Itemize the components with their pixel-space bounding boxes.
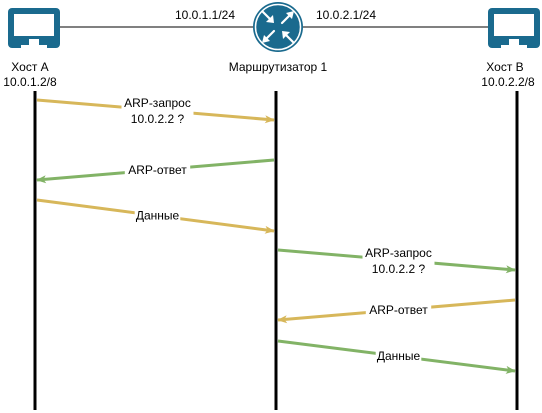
message-label-bg: [124, 161, 191, 177]
router-icon: [253, 2, 303, 52]
message-5: ARP-ответ: [277, 298, 516, 324]
message-label-bg: [121, 93, 194, 125]
message-label-bg: [134, 206, 181, 223]
message-label: ARP-запрос: [124, 96, 191, 110]
message-4: ARP-запрос 10.0.2.2 ?: [277, 243, 516, 276]
message-label-bg: [365, 301, 432, 317]
link-ip-right: 10.0.2.1/24: [316, 8, 376, 22]
message-6: Данные: [277, 339, 516, 374]
message-1: ARP-запрос 10.0.2.2 ?: [36, 93, 275, 126]
host-a-ip: 10.0.1.2/8: [3, 75, 57, 89]
host-b-computer-icon: [488, 8, 540, 48]
host-b-ip: 10.0.2.2/8: [481, 75, 535, 89]
message-label: Данные: [136, 209, 180, 223]
message-label-query: 10.0.2.2 ?: [372, 262, 426, 276]
message-label: ARP-ответ: [128, 163, 187, 177]
message-label-bg: [362, 243, 435, 275]
message-label-query: 10.0.2.2 ?: [131, 112, 185, 126]
host-a-computer-icon: [8, 8, 60, 48]
message-label: ARP-запрос: [365, 246, 432, 260]
host-a-name: Хост A: [11, 60, 48, 74]
message-label-bg: [375, 347, 422, 363]
host-b-name: Хост B: [486, 60, 523, 74]
router-name: Маршрутизатор 1: [229, 60, 328, 74]
message-label: ARP-ответ: [369, 303, 428, 317]
message-label: Данные: [377, 349, 421, 363]
message-2: ARP-ответ: [36, 158, 275, 184]
link-ip-left: 10.0.1.1/24: [175, 8, 235, 22]
message-3: Данные: [36, 198, 275, 234]
